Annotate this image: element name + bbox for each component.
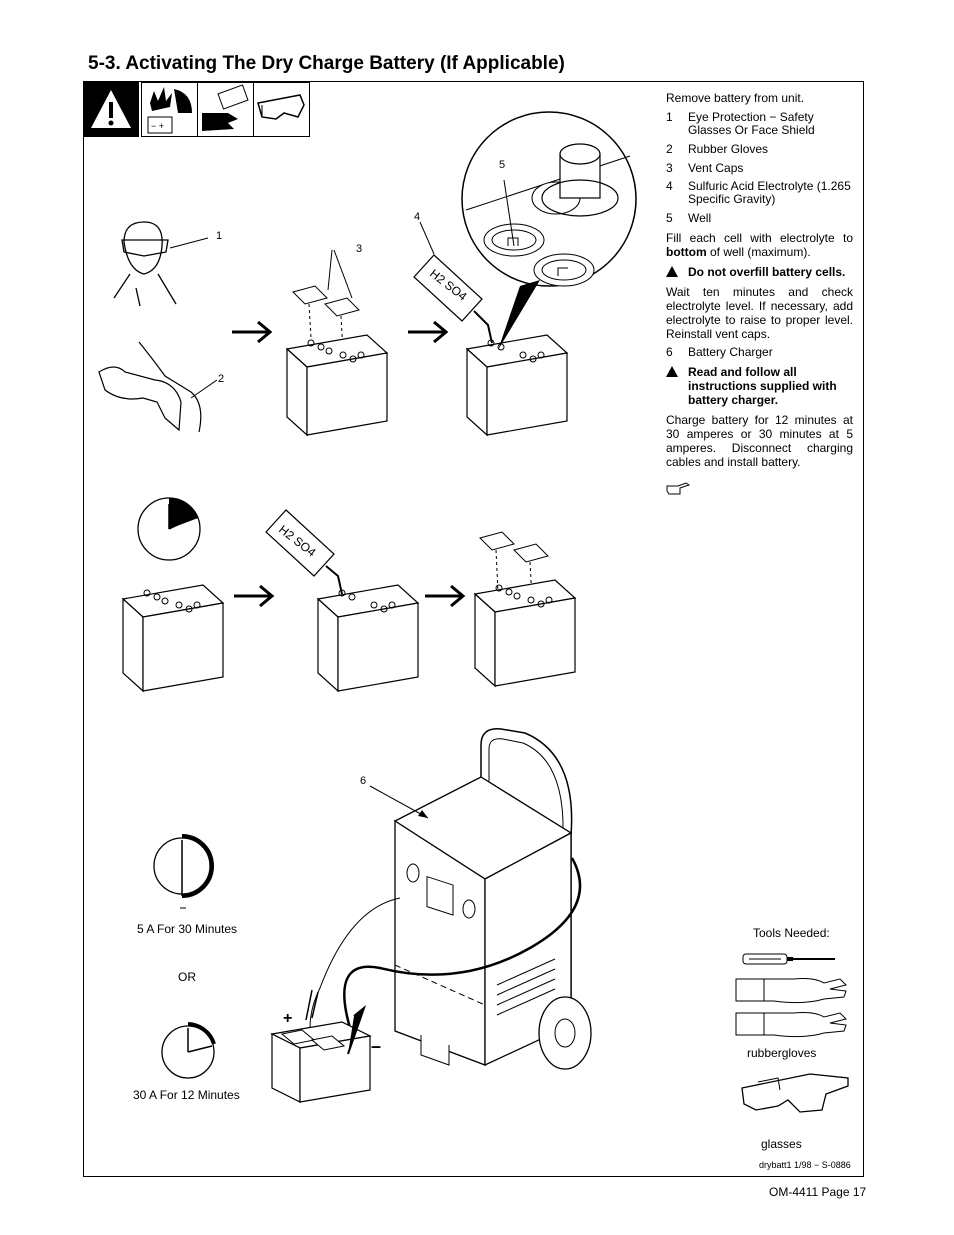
- battery-explosion-icon: − +: [141, 82, 198, 137]
- battery-illustration: [316, 584, 420, 693]
- gloves-label: rubbergloves: [747, 1046, 817, 1060]
- charge-paragraph: Charge battery for 12 minutes at 30 ampe…: [666, 413, 853, 469]
- item-text: Battery Charger: [688, 345, 773, 359]
- tools-heading: Tools Needed:: [753, 926, 830, 940]
- callout-3-leader: [327, 249, 353, 299]
- callout-3: 3: [356, 243, 363, 255]
- callout-2: 2: [218, 373, 225, 385]
- section-title: 5-3. Activating The Dry Charge Battery (…: [88, 53, 565, 74]
- item-text: Rubber Gloves: [688, 142, 769, 156]
- callout-5: 5: [499, 159, 506, 171]
- timer-12-min-icon: [161, 1022, 216, 1079]
- pointing-hand-icon: [666, 482, 691, 495]
- battery-illustration: [465, 334, 569, 437]
- fill-bold: bottom: [666, 245, 707, 259]
- safety-glasses-icon: [253, 82, 310, 137]
- rubber-gloves-illustration: [98, 341, 218, 433]
- timer-30-min-icon: [153, 834, 214, 909]
- gloves-battery-icon: [197, 82, 254, 137]
- plus-sign: +: [283, 1010, 293, 1027]
- figure-frame: [83, 81, 864, 1177]
- intro-text: Remove battery from unit.: [666, 91, 805, 105]
- item-number: 3: [666, 161, 673, 175]
- item-number: 6: [666, 345, 673, 359]
- callout-6-leader: [369, 785, 429, 819]
- timer-label-a: 5 A For 30 Minutes: [137, 922, 238, 936]
- charging-cables-illustration: [309, 857, 582, 1029]
- arrow-right-icon: [425, 584, 466, 608]
- item-text: Well: [688, 211, 712, 225]
- figure-reference: drybatt1 1/98 − S-0886: [759, 1160, 851, 1170]
- item-text: Eye Protection − Safety Glasses Or Face …: [688, 110, 815, 137]
- item-number: 5: [666, 211, 673, 225]
- fill-text-b: of well (maximum).: [710, 245, 811, 259]
- item-text: Vent Caps: [688, 161, 744, 175]
- screwdriver-icon: [742, 953, 835, 965]
- magnified-well-illustration: [461, 111, 637, 350]
- rubber-gloves-icon: [735, 978, 847, 1038]
- warning-triangle-small-icon: [666, 266, 678, 277]
- item-number: 4: [666, 179, 673, 193]
- wait-paragraph: Wait ten minutes and check electrolyte l…: [666, 285, 853, 341]
- callout-4-leader: [419, 221, 435, 255]
- callout-6: 6: [360, 775, 367, 787]
- warning-text: Do not overfill battery cells.: [688, 265, 846, 279]
- acid-bottle-illustration: [265, 509, 343, 595]
- battery-illustration: [121, 584, 225, 693]
- battery-being-charged-illustration: [270, 989, 372, 1103]
- page-footer: OM-4411 Page 17: [769, 1185, 867, 1199]
- svg-text:− +: − +: [151, 121, 164, 131]
- item-number: 2: [666, 142, 673, 156]
- glasses-label: glasses: [761, 1137, 802, 1151]
- timer-10-min-icon: [137, 497, 201, 561]
- warning-text: Read and follow all instructions supplie…: [688, 365, 837, 407]
- person-with-glasses-illustration: [113, 221, 209, 307]
- warning-triangle-small-icon: [666, 366, 678, 377]
- fill-instruction: Fill each cell with electrolyte to botto…: [666, 231, 853, 259]
- safety-glasses-tool-icon: [741, 1073, 849, 1113]
- minus-sign: –: [371, 1036, 382, 1056]
- timer-label-b: 30 A For 12 Minutes: [133, 1088, 240, 1102]
- battery-illustration: [473, 579, 577, 688]
- callout-4: 4: [414, 211, 421, 223]
- callout-1: 1: [216, 230, 223, 242]
- vent-caps-illustration: [292, 285, 360, 353]
- acid-bottle-illustration: [413, 254, 493, 344]
- item-number: 1: [666, 110, 673, 124]
- arrow-right-icon: [408, 320, 449, 344]
- battery-illustration: [285, 334, 389, 437]
- arrow-right-icon: [234, 584, 275, 608]
- arrow-right-icon: [232, 320, 273, 344]
- safety-icon-strip: − +: [84, 82, 310, 137]
- item-text: Sulfuric Acid Electrolyte (1.265 Specifi…: [688, 179, 851, 206]
- warning-triangle-icon: [84, 82, 139, 137]
- fill-text-a: Fill each cell with electrolyte to: [666, 231, 853, 245]
- or-label: OR: [178, 970, 196, 984]
